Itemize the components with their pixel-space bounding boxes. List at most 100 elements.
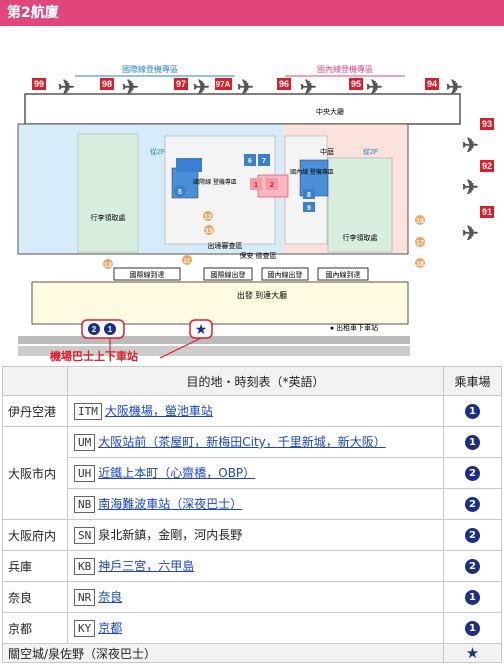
route-code: ITM xyxy=(74,403,102,420)
intl-departure-label: 國際線出發 xyxy=(211,270,246,279)
gate-label: 98 xyxy=(102,79,112,89)
security-label: 保安 檢查區 xyxy=(240,251,277,260)
poi-number: 1 xyxy=(254,182,258,189)
stop-badge: 2 xyxy=(465,466,480,481)
region-cell: 奈良 xyxy=(2,581,68,613)
region-cell: 大阪市内 xyxy=(2,426,68,520)
from-2f-left: 從2F xyxy=(150,147,165,156)
intl-arrival-label: 國際線到達 xyxy=(130,270,165,279)
route-code: UM xyxy=(74,434,96,451)
stop-badge: 1 xyxy=(465,435,480,450)
route-link[interactable]: 神戶三宮，六甲島 xyxy=(98,559,195,573)
intl-gate-area-label: 國際線 登機專區 xyxy=(193,178,237,186)
route-text: 泉北新鎮，金剛，河内長野 xyxy=(98,528,243,542)
plane-icon: ✈ xyxy=(446,77,463,99)
plane-icon: ✈ xyxy=(58,77,75,99)
plane-icon: ✈ xyxy=(462,223,479,245)
lost-found-label: 出境審查區 xyxy=(208,241,243,250)
route-code: UH xyxy=(74,465,96,482)
middle-hall-label: 中庭 xyxy=(320,147,334,156)
from-2f-right: 從2F xyxy=(363,147,378,156)
star-icon: ★ xyxy=(465,644,480,662)
baggage-left-label: 行李領取處 xyxy=(91,213,126,222)
route-code: NB xyxy=(74,496,96,513)
stop-badge: 1 xyxy=(465,621,480,636)
header-destination: 目的地・時刻表（*英語） xyxy=(67,366,444,396)
baggage-right-label: 行李領取處 xyxy=(343,233,378,242)
poi-number: 16 xyxy=(416,218,424,225)
plane-icon: ✈ xyxy=(462,135,479,157)
route-code: KY xyxy=(74,620,96,637)
stop-badge: 2 xyxy=(465,559,480,574)
stop-2-marker: 2 xyxy=(92,325,97,334)
poi-number: 8 xyxy=(307,192,311,199)
bus-stop-label: 機場巴士上下車站 xyxy=(50,349,138,363)
stop-1-marker: 1 xyxy=(108,325,113,334)
plane-icon: ✈ xyxy=(366,77,383,99)
stop-badge: 2 xyxy=(465,497,480,512)
route-link[interactable]: 京都 xyxy=(98,621,123,635)
gate-label: 94 xyxy=(427,79,437,89)
dom-departure-label: 國內線出發 xyxy=(268,270,303,279)
plane-icon: ✈ xyxy=(193,77,210,99)
page-title: 第2航廈 xyxy=(0,0,504,26)
poi-number: 7 xyxy=(262,158,266,165)
gate-label: 93 xyxy=(482,119,492,129)
region-cell: 大阪府内 xyxy=(2,519,68,551)
poi-number: 5 xyxy=(178,189,182,196)
region-cell: 京都 xyxy=(2,612,68,644)
route-link[interactable]: 大阪站前（茶屋町，新梅田City，千里新城，新大阪） xyxy=(98,435,386,449)
plane-icon: ✈ xyxy=(237,77,254,99)
gate-label: 91 xyxy=(482,207,492,217)
route-code: SN xyxy=(74,527,96,544)
central-hall-label: 中央大廳 xyxy=(316,107,344,116)
stop-badge: 2 xyxy=(465,528,480,543)
route-code: KB xyxy=(74,558,96,575)
poi-number: 9 xyxy=(307,205,311,212)
gate-label: 92 xyxy=(482,161,492,171)
taxi-label: ● 出租車下車站 xyxy=(330,323,378,332)
dom-gate-area-label: 國內線 登機專區 xyxy=(290,168,334,176)
dom-zone-heading: 國內線登機專區 xyxy=(317,64,373,74)
gate-label: 97A xyxy=(216,80,231,89)
region-cell: 伊丹空港 xyxy=(2,395,68,427)
route-link[interactable]: 大阪機場，螢池車站 xyxy=(104,404,213,418)
table-row: 關空城/泉佐野（深夜巴士） ★ xyxy=(2,643,502,663)
star-icon: ★ xyxy=(195,322,208,338)
poi-number: 15 xyxy=(205,228,213,235)
terminal-map: 國際線登機專區 國內線登機專區 99 ✈ 98 ✈ 97 ✈ 97A ✈ 96 … xyxy=(17,64,494,363)
header-region xyxy=(2,366,68,396)
stop-badge: 1 xyxy=(465,590,480,605)
header-stop: 乘車場 xyxy=(443,366,502,396)
gate-label: 96 xyxy=(279,79,289,89)
route-link[interactable]: 奈良 xyxy=(98,590,123,604)
plane-icon: ✈ xyxy=(300,77,317,99)
gates-row: 99 ✈ 98 ✈ 97 ✈ 97A ✈ 96 ✈ 95 ✈ 94 ✈ 93 ✈… xyxy=(32,77,494,245)
poi-number: 12 xyxy=(204,214,212,221)
intl-zone-heading: 國際線登機專區 xyxy=(122,64,178,74)
region-cell: 兵庫 xyxy=(2,550,68,582)
poi-number: 6 xyxy=(248,158,252,165)
route-link[interactable]: 近鐵上本町（心齋橋，OBP） xyxy=(98,466,256,480)
plane-icon: ✈ xyxy=(122,77,139,99)
route-link[interactable]: 南海難波車站（深夜巴士） xyxy=(98,497,243,511)
gate-label: 95 xyxy=(351,79,361,89)
region-cell: 關空城/泉佐野（深夜巴士） xyxy=(2,643,444,663)
concourse-label: 出發 到達大廳 xyxy=(237,290,287,300)
gate-label: 97 xyxy=(176,79,186,89)
gate-label: 99 xyxy=(34,79,44,89)
dom-arrival-label: 國內線到達 xyxy=(326,270,361,279)
stop-badge: 1 xyxy=(465,404,480,419)
poi-number: 22 xyxy=(184,259,191,265)
poi-number: 17 xyxy=(416,240,424,247)
plane-icon: ✈ xyxy=(462,177,479,199)
